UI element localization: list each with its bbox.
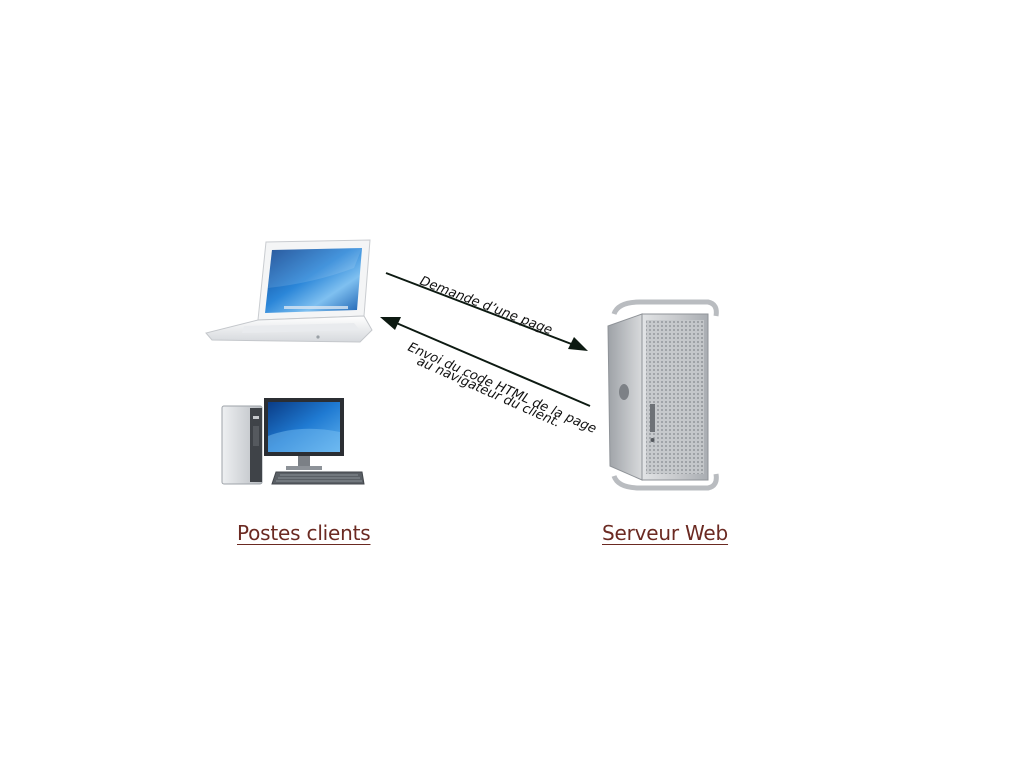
server-tower-icon [607,299,719,491]
laptop-icon [205,239,373,343]
request-arrow-line [385,272,575,346]
response-arrow-line [393,321,591,407]
response-arrow-head [380,317,401,330]
request-arrow-head [568,337,588,351]
response-arrow-label-line1: Envoi du code HTML de la page [405,340,598,437]
response-arrow-label-line2: au navigateur du client. [414,354,562,431]
server-caption: Serveur Web [602,521,729,545]
desktop-computer-icon [221,398,365,485]
clients-caption: Postes clients [237,521,371,545]
